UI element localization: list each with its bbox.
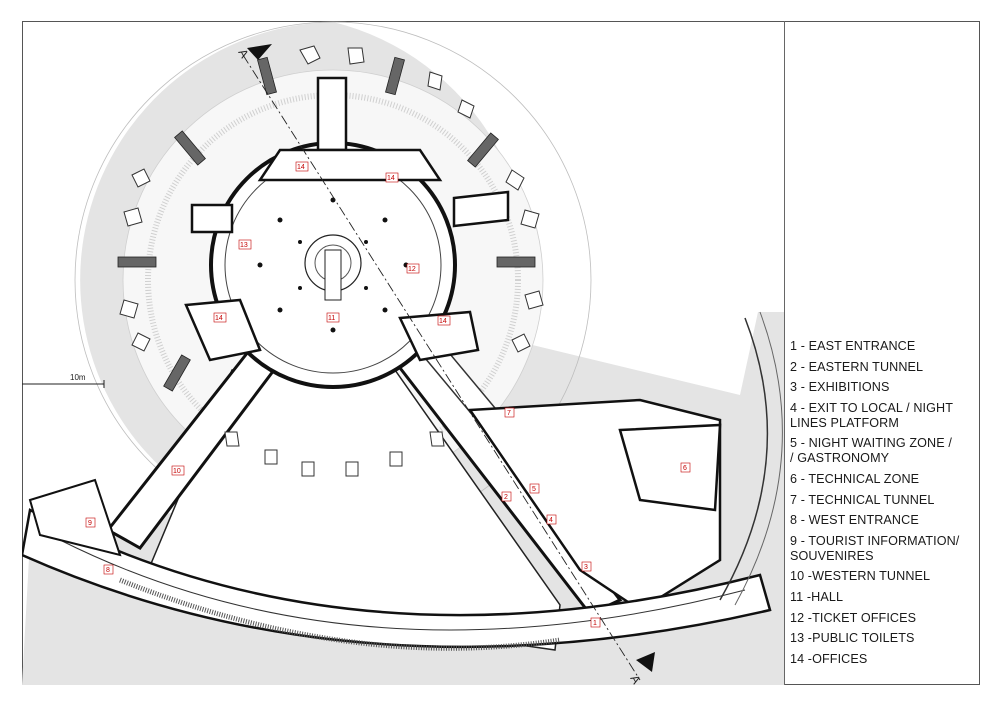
technical-zone-block — [618, 423, 722, 512]
room-legend: 1 - EAST ENTRANCE 2 - EASTERN TUNNEL 3 -… — [790, 339, 990, 672]
svg-text:11: 11 — [328, 315, 335, 322]
svg-text:14: 14 — [439, 318, 447, 325]
perimeter-rooms — [184, 76, 510, 362]
legend-item-6: 6 - TECHNICAL ZONE — [790, 471, 920, 486]
svg-text:5: 5 — [532, 486, 536, 493]
lower-curved-band-inner — [59, 539, 746, 631]
section-arrow-bottom — [636, 652, 655, 672]
room-label-2: 2 — [501, 491, 512, 502]
legend-item-5: 5 - NIGHT WAITING ZONE / / GASTRONOMY — [790, 436, 952, 466]
hall-columns — [257, 197, 409, 333]
floor-plan: A A 10m 1 2 3 4 5 6 7 8 9 10 11 12 13 14… — [22, 21, 784, 685]
svg-text:6: 6 — [683, 465, 687, 472]
scale-label: 10m — [70, 373, 86, 382]
legend-item-8: 8 - WEST ENTRANCE — [790, 513, 919, 528]
room-label-12: 12 — [406, 263, 420, 274]
legend-item-11: 11 -HALL — [790, 589, 844, 604]
svg-text:9: 9 — [88, 520, 92, 527]
room-label-7: 7 — [504, 407, 515, 418]
room-label-14a: 14 — [295, 161, 309, 172]
east-facade-curve-2 — [734, 311, 783, 606]
legend-item-13: 13 -PUBLIC TOILETS — [790, 631, 915, 646]
room-label-5: 5 — [529, 483, 540, 494]
lower-curved-band — [22, 508, 772, 649]
room-label-10: 10 — [171, 465, 185, 476]
svg-text:14: 14 — [297, 164, 305, 171]
legend-item-12: 12 -TICKET OFFICES — [790, 610, 917, 625]
svg-text:1: 1 — [593, 620, 597, 627]
legend-item-10: 10 -WESTERN TUNNEL — [790, 569, 931, 584]
svg-text:7: 7 — [507, 410, 511, 417]
section-line — [242, 54, 641, 681]
pyramid-skylights — [119, 45, 544, 477]
room-label-9: 9 — [85, 517, 96, 528]
stair-ring — [145, 92, 521, 468]
svg-text:10: 10 — [173, 468, 181, 475]
radial-skylights — [117, 56, 536, 392]
room-label-13: 13 — [238, 239, 252, 250]
room-label-11: 11 — [326, 312, 340, 323]
svg-text:3: 3 — [584, 564, 588, 571]
svg-text:8: 8 — [106, 567, 110, 574]
room-labels: 1 2 3 4 5 6 7 8 9 10 11 12 13 14 14 14 1… — [85, 161, 691, 628]
legend-item-2: 2 - EASTERN TUNNEL — [790, 359, 924, 374]
legend-divider — [784, 21, 785, 685]
room-label-4: 4 — [546, 514, 557, 525]
section-arrow-top — [247, 44, 272, 60]
svg-text:12: 12 — [408, 266, 416, 273]
room-label-14b: 14 — [385, 172, 399, 183]
legend-item-1: 1 - EAST ENTRANCE — [790, 339, 916, 353]
svg-text:14: 14 — [387, 175, 395, 182]
svg-text:13: 13 — [240, 242, 248, 249]
west-entrance-block — [28, 478, 122, 557]
central-escalator — [324, 249, 342, 301]
room-label-3: 3 — [581, 561, 592, 572]
room-label-14d: 14 — [437, 315, 451, 326]
svg-text:2: 2 — [504, 494, 508, 501]
legend-item-9: 9 - TOURIST INFORMATION/ SOUVENIRES — [790, 533, 960, 563]
room-label-1: 1 — [590, 617, 601, 628]
legend-item-3: 3 - EXHIBITIONS — [790, 380, 890, 395]
legend-item-14: 14 -OFFICES — [790, 651, 868, 666]
svg-text:14: 14 — [215, 315, 223, 322]
east-facade-curve — [719, 317, 769, 601]
room-label-14c: 14 — [213, 312, 227, 323]
room-label-8: 8 — [103, 564, 114, 575]
legend-item-4: 4 - EXIT TO LOCAL / NIGHT LINES PLATFORM — [790, 400, 953, 430]
legend-item-7: 7 - TECHNICAL TUNNEL — [790, 492, 935, 507]
room-label-6: 6 — [680, 462, 691, 473]
svg-text:4: 4 — [549, 517, 553, 524]
